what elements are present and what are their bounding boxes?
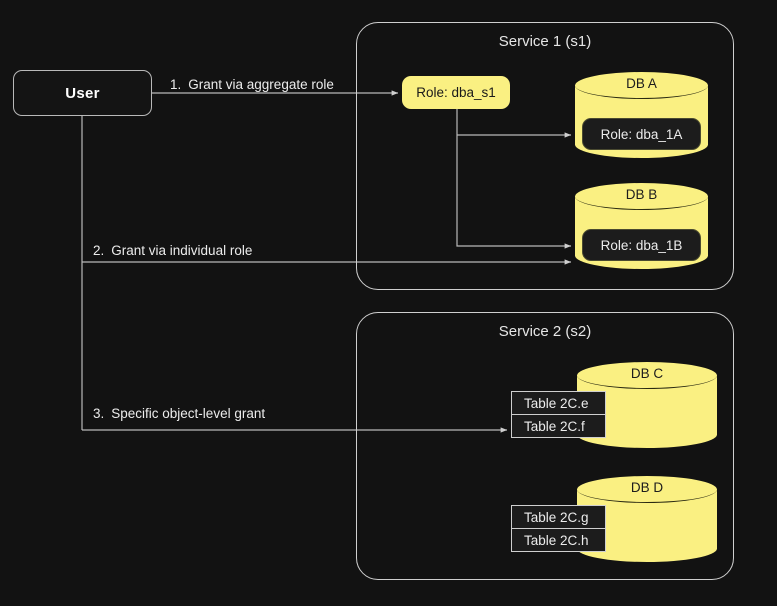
connector-label-3: 3. Specific object-level grant (93, 406, 265, 421)
db-a-label: DB A (626, 76, 657, 91)
db-c-table-row[interactable]: Table 2C.e (511, 391, 606, 415)
service-1-title: Service 1 (s1) (498, 33, 592, 50)
db-c-table-label-2: Table 2C.f (524, 418, 585, 434)
connector-number-3: 3. (93, 406, 105, 421)
db-d-table-stack: Table 2C.g Table 2C.h (511, 505, 606, 552)
db-b-label: DB B (625, 187, 658, 202)
role-pill-dba-s1[interactable]: Role: dba_s1 (402, 76, 510, 109)
user-label: User (65, 84, 100, 102)
db-b-inner-role[interactable]: Role: dba_1B (582, 229, 701, 261)
database-db-c[interactable]: DB C (577, 362, 717, 448)
db-d-cylinder-top (577, 476, 717, 503)
db-c-label: DB C (630, 366, 664, 381)
database-db-a[interactable]: DB A Role: dba_1A (575, 72, 708, 158)
db-c-cylinder-top (577, 362, 717, 389)
db-b-inner-role-label: Role: dba_1B (600, 237, 683, 253)
service-2-title: Service 2 (s2) (498, 323, 592, 340)
db-a-cylinder-top (575, 72, 708, 99)
db-d-table-label-1: Table 2C.g (524, 509, 589, 525)
role-pill-dba-s1-label: Role: dba_s1 (416, 85, 496, 100)
service-1-container[interactable]: Service 1 (s1) (356, 22, 734, 290)
db-b-cylinder-top (575, 183, 708, 210)
db-d-table-row[interactable]: Table 2C.g (511, 505, 606, 529)
database-db-b[interactable]: DB B Role: dba_1B (575, 183, 708, 269)
service-2-container[interactable]: Service 2 (s2) (356, 312, 734, 580)
connector-text-2: Grant via individual role (111, 243, 253, 258)
connector-number-2: 2. (93, 243, 105, 258)
db-c-table-label-1: Table 2C.e (524, 395, 589, 411)
db-d-table-label-2: Table 2C.h (524, 532, 589, 548)
connector-label-2: 2. Grant via individual role (93, 243, 252, 258)
db-c-table-row[interactable]: Table 2C.f (511, 414, 606, 438)
connector-number-1: 1. (170, 77, 182, 92)
db-a-inner-role[interactable]: Role: dba_1A (582, 118, 701, 150)
user-node[interactable]: User (13, 70, 152, 116)
db-c-table-stack: Table 2C.e Table 2C.f (511, 391, 606, 438)
connector-text-1: Grant via aggregate role (188, 77, 334, 92)
connector-label-1: 1. Grant via aggregate role (170, 77, 334, 92)
connector-text-3: Specific object-level grant (111, 406, 266, 421)
db-d-table-row[interactable]: Table 2C.h (511, 528, 606, 552)
db-d-label: DB D (630, 480, 664, 495)
db-a-inner-role-label: Role: dba_1A (600, 126, 683, 142)
